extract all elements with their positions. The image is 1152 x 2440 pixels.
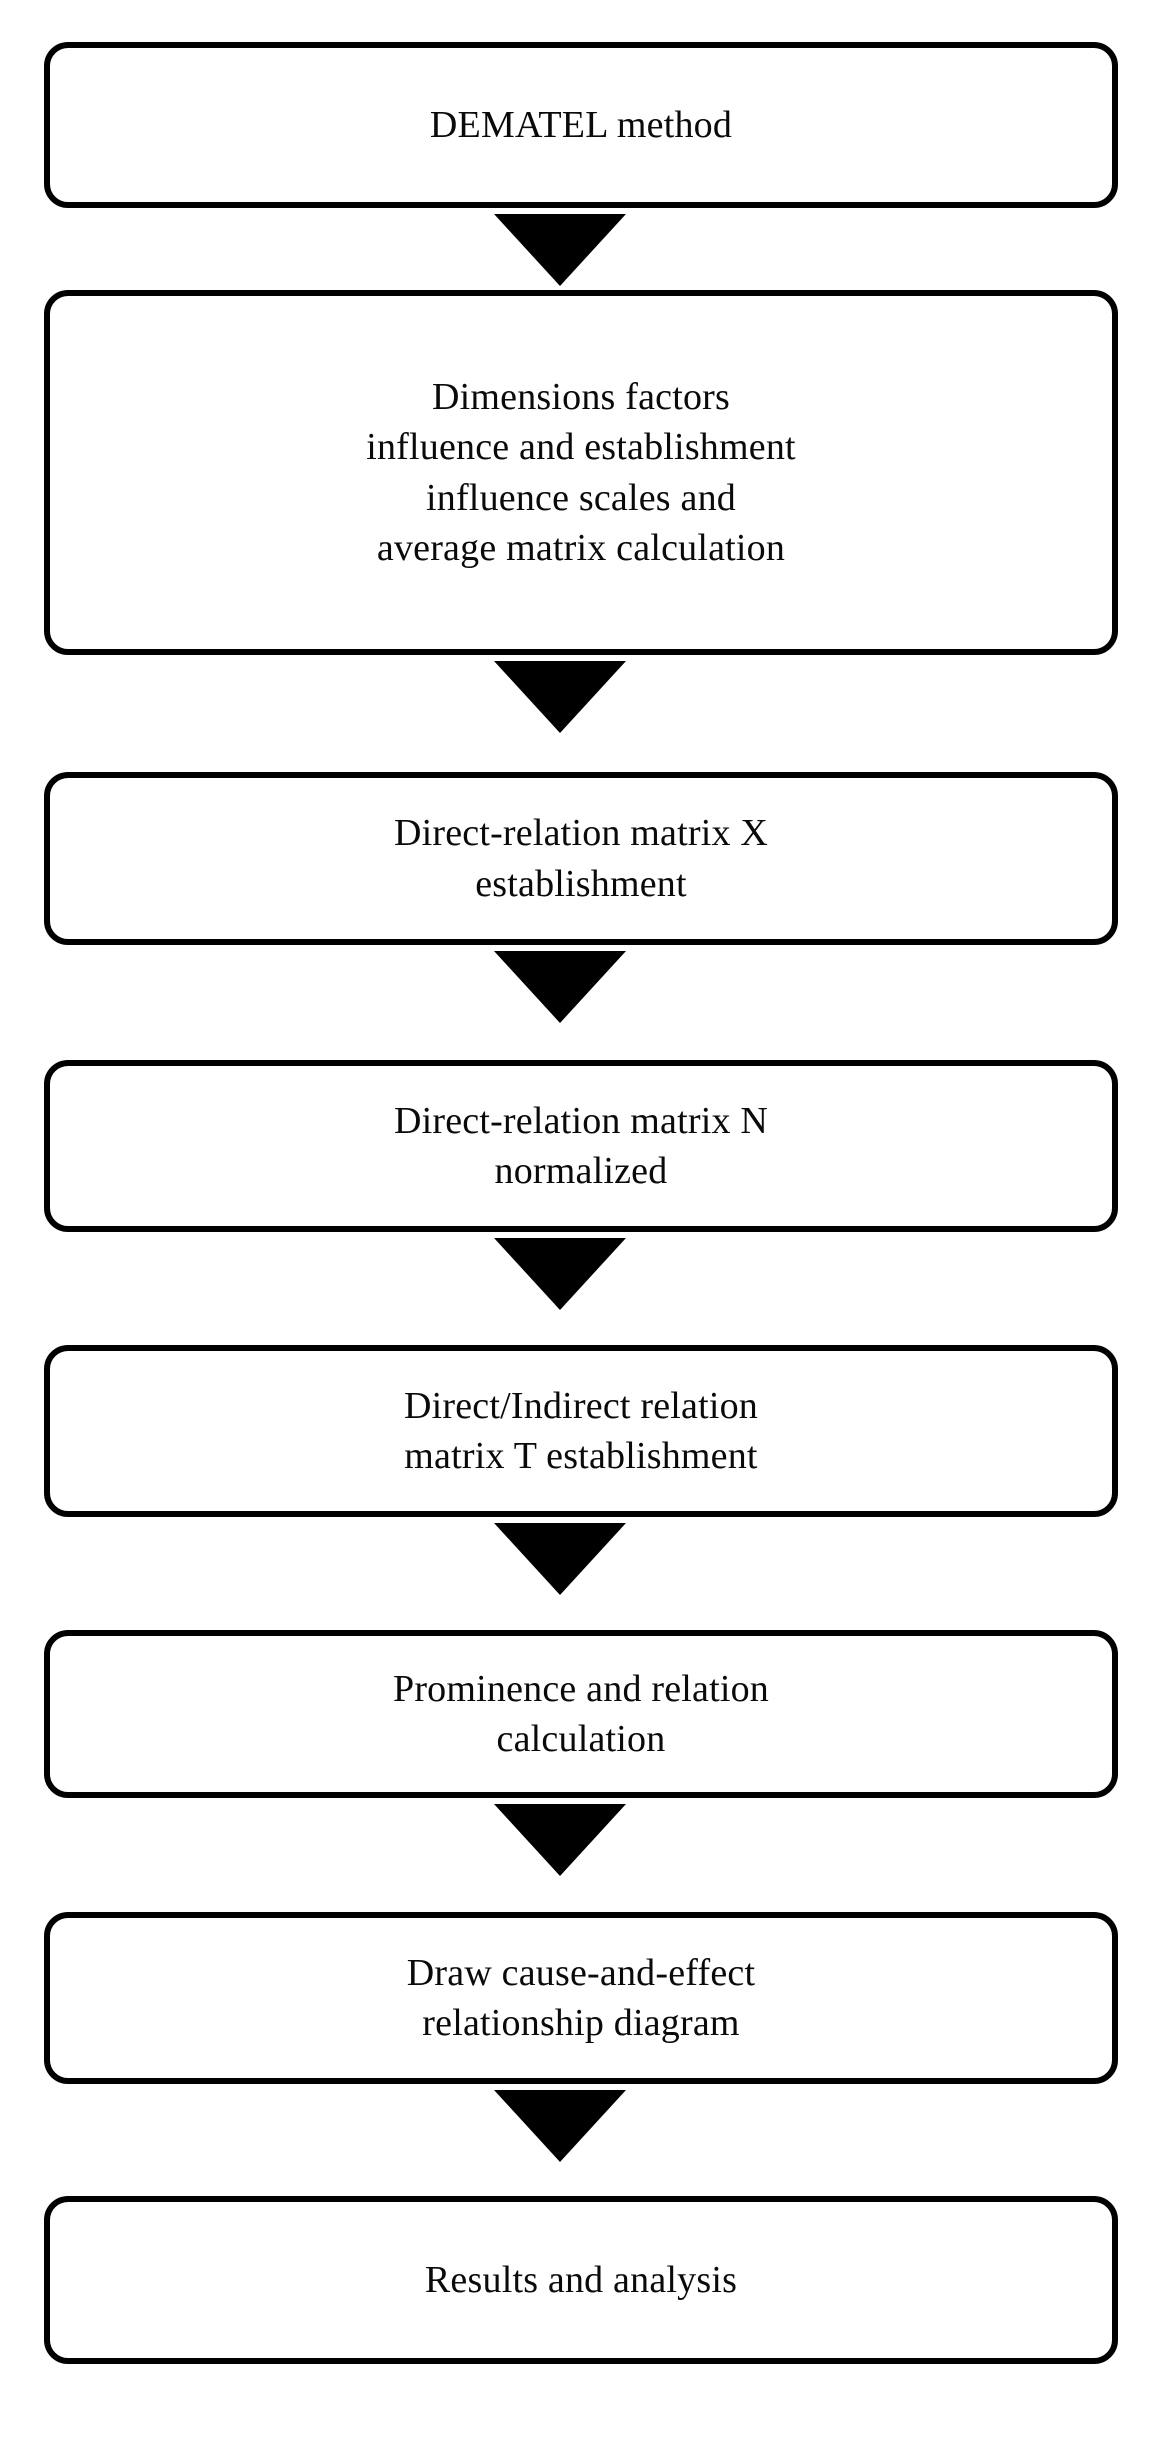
flow-node-label: Direct/Indirect relation matrix T establ…: [403, 1384, 759, 1477]
flow-node-label: Results and analysis: [424, 2258, 738, 2301]
down-arrow-icon-2: [494, 661, 626, 733]
down-arrow-icon-4: [494, 1238, 626, 1310]
flow-node-label: Prominence and relation calculation: [392, 1667, 770, 1760]
flow-node-draw-cause-and-effect[interactable]: Draw cause-and-effect relationship diagr…: [44, 1912, 1118, 2084]
flow-node-label: Dimensions factors influence and establi…: [366, 376, 796, 569]
flow-node-label: Direct-relation matrix X establishment: [393, 812, 769, 905]
down-arrow-icon-1: [494, 214, 626, 286]
flow-node-label: Draw cause-and-effect relationship diagr…: [406, 1951, 756, 2044]
flow-node-direct-relation-matrix-n[interactable]: Direct-relation matrix N normalized: [44, 1060, 1118, 1232]
flow-node-direct-indirect-matrix-t[interactable]: Direct/Indirect relation matrix T establ…: [44, 1345, 1118, 1517]
flow-node-direct-relation-matrix-x[interactable]: Direct-relation matrix X establishment: [44, 772, 1118, 945]
flow-node-dematel-method[interactable]: DEMATEL method: [44, 42, 1118, 208]
flow-node-dimensions-factors[interactable]: Dimensions factors influence and establi…: [44, 290, 1118, 655]
flow-node-label: Direct-relation matrix N normalized: [393, 1099, 769, 1192]
down-arrow-icon-3: [494, 951, 626, 1023]
down-arrow-icon-6: [494, 1804, 626, 1876]
flow-node-prominence-and-relation[interactable]: Prominence and relation calculation: [44, 1630, 1118, 1798]
flow-node-results-and-analysis[interactable]: Results and analysis: [44, 2196, 1118, 2364]
down-arrow-icon-7: [494, 2090, 626, 2162]
down-arrow-icon-5: [494, 1523, 626, 1595]
flow-node-label: DEMATEL method: [429, 103, 733, 146]
